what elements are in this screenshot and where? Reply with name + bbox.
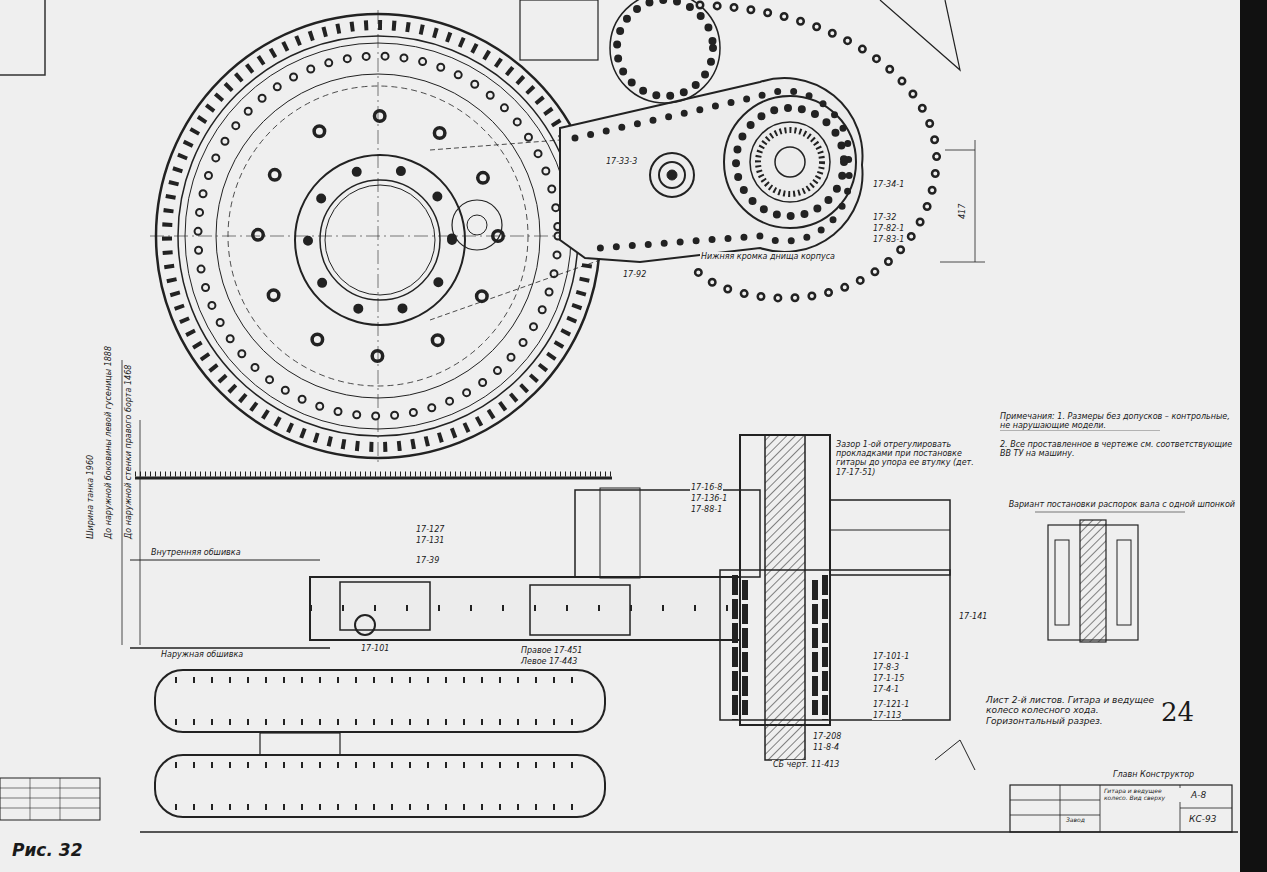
callout-label: 17-16-8 <box>690 483 723 492</box>
callout-label: 2. Все проставленное в чертеже см. соотв… <box>999 440 1236 458</box>
callout-label: Наружная обшивка <box>160 650 244 659</box>
callout-label: 17-101-1 <box>872 652 910 661</box>
callout-label: 24 <box>1160 698 1195 728</box>
callout-label: 17-136-1 <box>690 494 728 503</box>
callout-label: Примечания: 1. Размеры без допусков – ко… <box>999 412 1236 430</box>
callout-label: 17-131 <box>415 536 445 545</box>
callout-label: КС-93 <box>1188 814 1217 824</box>
callout-label: До наружной стенки правого борта 1468 <box>124 364 133 540</box>
callout-label: 17-127 <box>415 525 445 534</box>
callout-label: 417 <box>958 203 967 220</box>
callout-label: 11-8-4 <box>812 743 840 752</box>
callout-label: До наружной боковины левой гусеницы 1888 <box>104 345 113 540</box>
callout-label: 17-39 <box>415 556 440 565</box>
callout-label: Гитара и ведущее колесо. Вид сверху <box>1103 788 1181 802</box>
figure-caption: Рис. 32 <box>12 840 82 860</box>
callout-label: Внутренняя обшивка <box>150 548 242 557</box>
callout-label: А-8 <box>1190 790 1207 800</box>
callout-label: 17-34-1 <box>872 180 905 189</box>
callout-label: 17-208 <box>812 732 842 741</box>
callout-label: 17-92 <box>622 270 647 279</box>
callout-label: 17-32 <box>872 213 897 222</box>
callout-label: 17-8-3 <box>872 663 900 672</box>
callout-label: 17-101 <box>360 644 390 653</box>
callout-label: Ширина танка 1960 <box>86 454 95 540</box>
callout-label: Завод <box>1065 817 1086 824</box>
callout-label: 17-113 <box>872 711 902 720</box>
callout-label: Вариант постановки распорок вала с одной… <box>1008 500 1236 509</box>
callout-label: 17-88-1 <box>690 505 723 514</box>
callout-label: Правое 17-451 <box>520 646 583 655</box>
callout-label: 17-1-15 <box>872 674 905 683</box>
callout-label: 17-33-3 <box>605 157 638 166</box>
callout-label: СБ черт. 11-413 <box>772 760 840 769</box>
callout-label: Лист 2-й листов. Гитара и ведущее колесо… <box>985 695 1162 726</box>
callout-label: Зазор 1-ой отрегулировать прокладками пр… <box>835 440 987 477</box>
callout-label: Нижняя кромка днища корпуса <box>700 252 836 261</box>
callout-label: Левое 17-443 <box>520 657 578 666</box>
callout-label: 17-83-1 <box>872 235 905 244</box>
callout-label: 17-141 <box>958 612 988 621</box>
callout-label: 17-82-1 <box>872 224 905 233</box>
callout-label: 17-4-1 <box>872 685 900 694</box>
callout-label: Главн Конструктор <box>1112 770 1195 779</box>
callout-label: 17-121-1 <box>872 700 910 709</box>
